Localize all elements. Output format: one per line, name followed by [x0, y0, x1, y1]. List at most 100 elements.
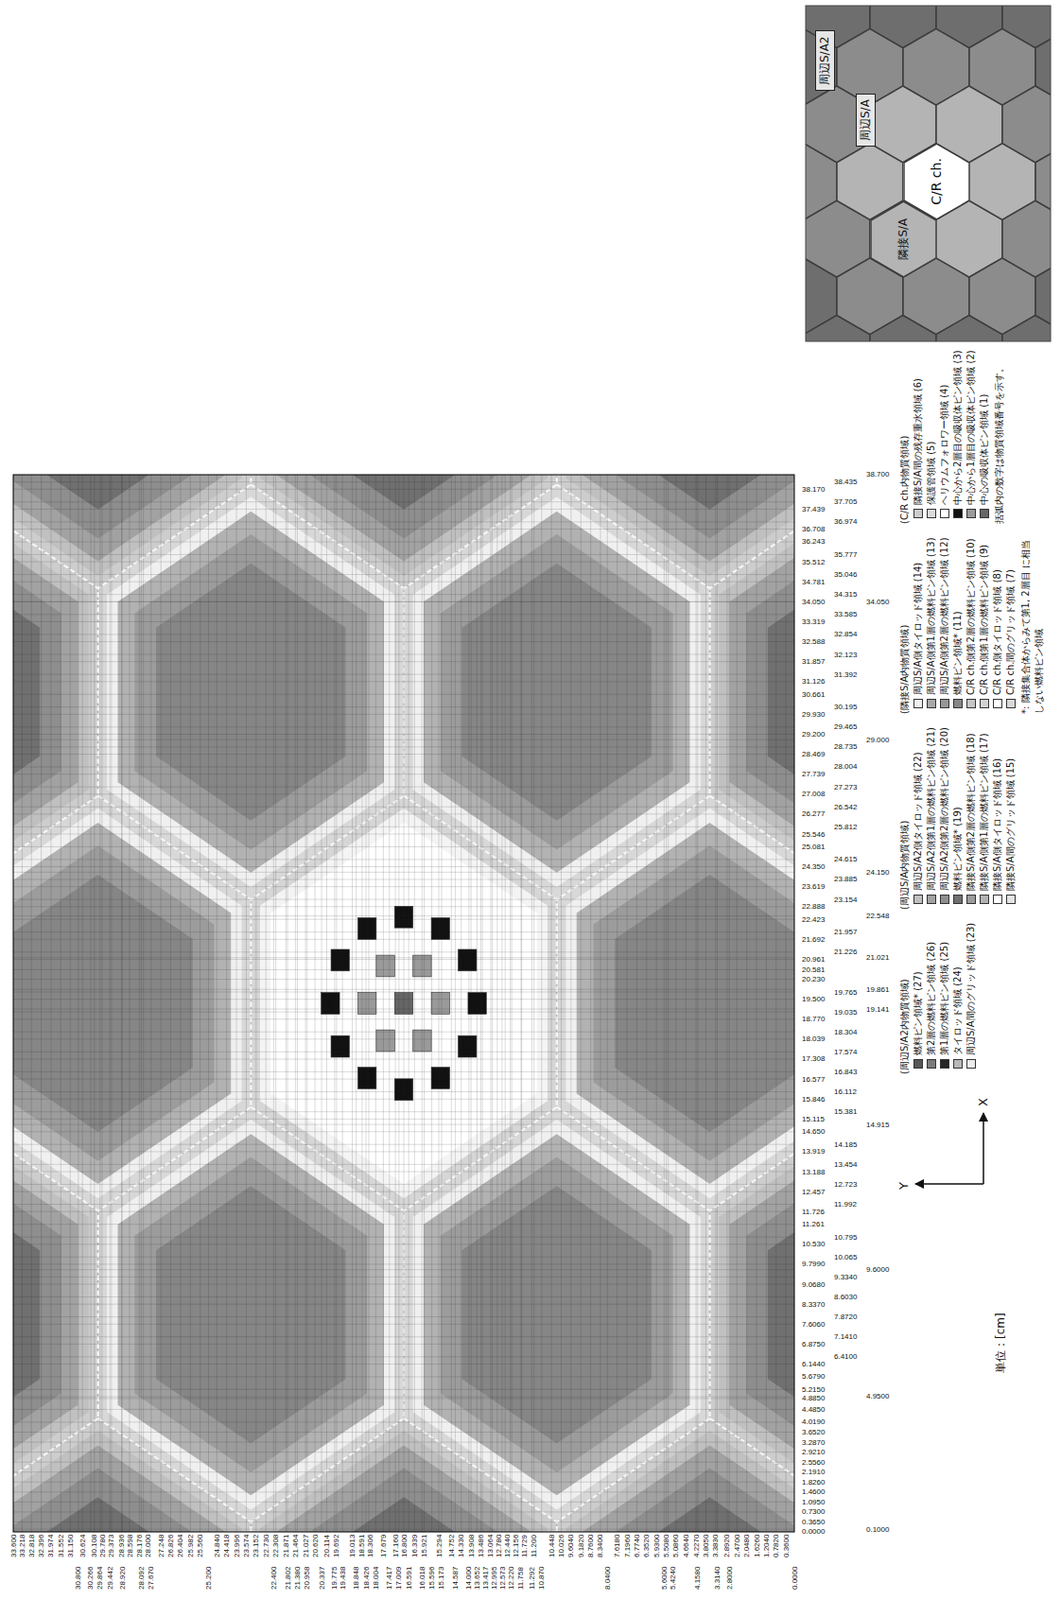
- axis-tick-label: 33.585: [834, 609, 857, 619]
- axis-tick-label: 35.512: [801, 557, 825, 567]
- legend-group: (C/R ch.内物質領域)隣接S/A間の残存重水領域 (6)保護管領域 (5)…: [898, 349, 1007, 524]
- axis-tick-label: 20.114: [322, 1534, 331, 1558]
- region-tag: 周辺S/A: [855, 93, 876, 147]
- axis-tick-label: 26.277: [801, 809, 825, 818]
- axis-tick-label: 13.652: [472, 1566, 482, 1590]
- axis-tick-label: 13.454: [834, 1160, 857, 1169]
- mesh-line: [60, 474, 62, 1532]
- axis-tick-label: 10.448: [547, 1534, 557, 1558]
- axis-tick-label: 15.381: [834, 1107, 857, 1116]
- axis-tick-label: 14.185: [834, 1140, 857, 1149]
- absorber-pin: [431, 992, 450, 1015]
- axis-tick-label: 4.9500: [866, 1392, 889, 1402]
- axis-tick-label: 8.3400: [595, 1534, 605, 1558]
- axis-tick-label: 14.752: [447, 1534, 456, 1558]
- mesh-line: [509, 474, 511, 1532]
- axis-tick-label: 1.2040: [762, 1534, 771, 1558]
- absorber-pin: [357, 992, 376, 1015]
- legend-row: タイロッド領域 (24): [951, 922, 965, 1075]
- axis-tick-label: 17.009: [394, 1566, 403, 1590]
- axis-tick-label: 25.560: [195, 1534, 205, 1558]
- mesh-line: [93, 474, 95, 1532]
- legend-swatch: [913, 1059, 923, 1069]
- mesh-line: [69, 474, 71, 1532]
- axis-tick-label: 8.0400: [603, 1566, 612, 1590]
- axis-tick-label: 1.0950: [801, 1497, 825, 1507]
- axis-tick-label: 2.8920: [722, 1534, 731, 1558]
- region-name: 隣接S/A: [895, 218, 912, 261]
- axis-tick-label: 28.092: [137, 1566, 146, 1590]
- legend-row: 中心から1層目の吸収体ピン領域 (2): [964, 349, 978, 524]
- mesh-line: [296, 474, 298, 1532]
- legend-text: 周辺S/A2側第1層の燃料ピン領域 (21): [925, 727, 937, 891]
- axis-tick-label: 27.248: [156, 1534, 166, 1558]
- axis-tick-label: 8.6030: [834, 1292, 857, 1302]
- mesh-line: [705, 474, 707, 1532]
- absorber-pin: [357, 918, 376, 940]
- legend-text: 隣接S/A間の残存重水領域 (6): [912, 378, 923, 505]
- axis-tick-label: 31.857: [801, 657, 825, 666]
- legend-swatch: [939, 508, 950, 519]
- legend-heading: (周辺S/A内物質領域): [898, 727, 912, 910]
- material-region: [13, 1133, 79, 1496]
- axis-tick-label: 23.885: [834, 875, 857, 885]
- axis-tick-label: 0.0000: [801, 1528, 825, 1537]
- mesh-line: [408, 474, 410, 1532]
- axis-tick-label: 9.6000: [866, 1265, 889, 1274]
- axis-tick-label: 38.435: [834, 477, 857, 487]
- axis-tick-label: 14.650: [801, 1127, 825, 1136]
- legend-row: C/R ch.間のグリッド領域 (7): [1004, 537, 1018, 714]
- mesh-line: [696, 474, 698, 1532]
- axis-tick-label: 26.542: [834, 802, 857, 812]
- material-region: [593, 845, 795, 1162]
- mesh-line: [101, 474, 103, 1532]
- legend-swatch: [913, 508, 923, 519]
- legend-text: 隣接S/A側タイロッド領域 (16): [991, 758, 1003, 891]
- mesh-line: [21, 474, 23, 1532]
- legend-swatch: [926, 1059, 937, 1069]
- mesh-line: [468, 474, 470, 1532]
- legend-heading: (C/R ch.内物質領域): [898, 349, 912, 524]
- mesh-line: [520, 474, 522, 1532]
- axis-tick-label: 29.442: [105, 1566, 115, 1590]
- hex-region: C/R ch.: [904, 143, 970, 220]
- legend-text: 隣接S/A間のグリッド領域 (15): [1005, 758, 1016, 891]
- axis-tick-label: 30.195: [834, 702, 857, 712]
- axis-tick-label: 34.781: [801, 577, 825, 587]
- axis-tick-label: 30.266: [86, 1566, 95, 1590]
- axis-tick-label: 14.587: [451, 1566, 460, 1590]
- mesh-line: [440, 474, 442, 1532]
- axis-tick-label: 26.826: [166, 1534, 175, 1558]
- legend-row: C/R ch.側第1層の燃料ピン領域 (9): [977, 537, 992, 714]
- axis-tick-label: 13.188: [801, 1167, 825, 1177]
- axis-tick-label: 0.3600: [782, 1534, 791, 1558]
- mesh-line: [170, 474, 172, 1532]
- mesh-line: [306, 474, 308, 1532]
- axis-tick-label: 32.588: [801, 637, 825, 646]
- axis-tick-label: 24.615: [834, 854, 857, 864]
- mesh-line: [99, 474, 101, 1532]
- mesh-line: [480, 474, 482, 1532]
- axis-tick-label: 15.294: [434, 1534, 444, 1558]
- legend-text: C/R ch.間のグリッド領域 (7): [1005, 569, 1016, 696]
- axis-tick-label: 18.304: [834, 1027, 857, 1037]
- axis-tick-label: 6.8750: [801, 1339, 825, 1349]
- mesh-plot: [13, 474, 795, 1532]
- mesh-line: [50, 474, 52, 1532]
- axis-tick-label: 18.426: [362, 1566, 371, 1590]
- region-tag: 周辺S/A2: [815, 30, 835, 91]
- mesh-line: [365, 474, 367, 1532]
- legend-swatch: [1006, 698, 1016, 709]
- axis-tick-label: 7.8720: [834, 1312, 857, 1322]
- axis-tick-label: 0.3650: [801, 1517, 825, 1527]
- axis-tick-label: 0.0000: [790, 1566, 800, 1590]
- mesh-line: [423, 474, 425, 1532]
- axis-tick-label: 15.115: [801, 1114, 825, 1124]
- axis-tick-label: 19.692: [331, 1534, 341, 1558]
- region-name: 周辺S/A: [857, 99, 874, 141]
- axis-tick-label: 23.619: [801, 882, 825, 891]
- axis-tick-label: 3.3140: [713, 1566, 722, 1590]
- absorber-pin: [431, 918, 450, 940]
- mesh-line: [140, 474, 142, 1532]
